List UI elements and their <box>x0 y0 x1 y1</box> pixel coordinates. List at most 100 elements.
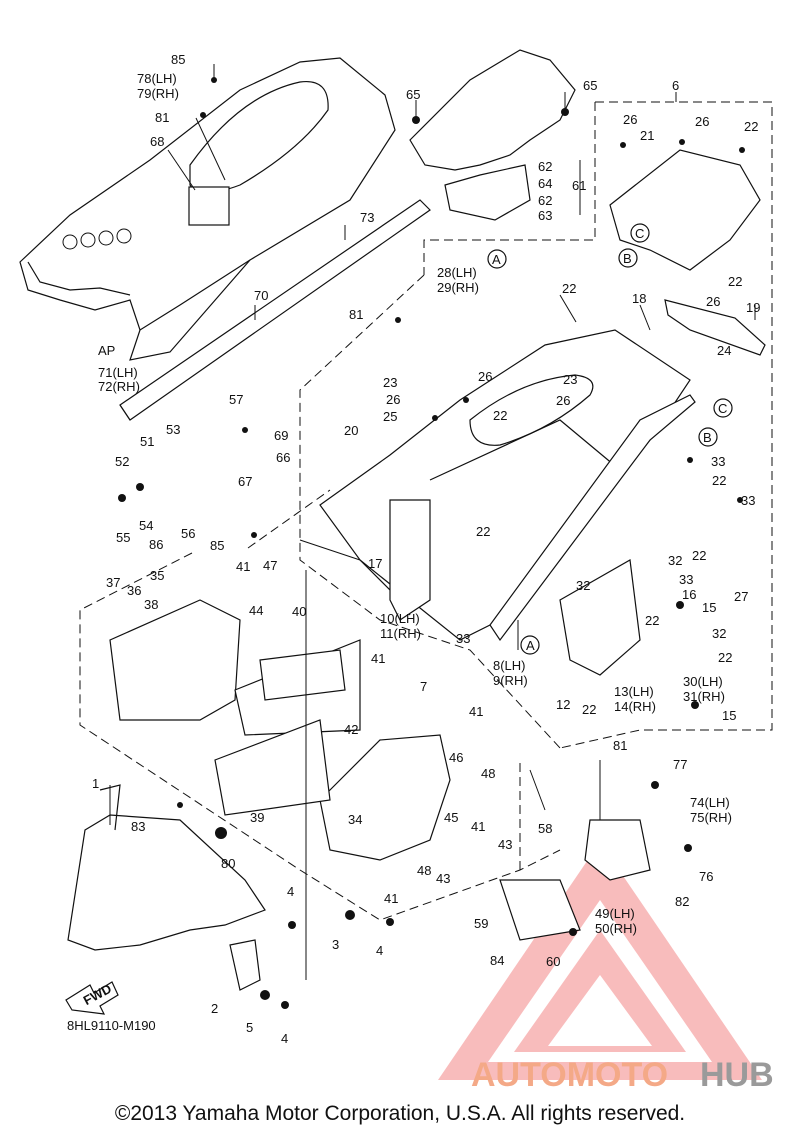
callout: 9(RH) <box>493 673 528 688</box>
callout: 36 <box>127 583 141 598</box>
callout: 29(RH) <box>437 280 479 295</box>
callout: 22 <box>712 473 726 488</box>
callout: 22 <box>718 650 732 665</box>
callout: A <box>492 252 501 267</box>
callout: 21 <box>640 128 654 143</box>
callout: 32 <box>712 626 726 641</box>
callout: 35 <box>150 568 164 583</box>
callout: 41 <box>384 891 398 906</box>
watermark-text: AUTOMOTO HUB <box>471 1056 774 1094</box>
callout: 2 <box>211 1001 218 1016</box>
callout: 22 <box>562 281 576 296</box>
fwd-arrow-icon: FWD <box>65 981 119 1015</box>
callout: 26 <box>623 112 637 127</box>
callout: 81 <box>349 307 363 322</box>
callout: 17 <box>368 556 382 571</box>
callout: 18 <box>632 291 646 306</box>
callout: AP <box>98 343 115 358</box>
callout: 81 <box>155 110 169 125</box>
slide-rail-part-8 <box>489 394 696 642</box>
callout: 48 <box>417 863 431 878</box>
callout: 11(RH) <box>380 626 421 641</box>
callout: 49(LH) <box>595 906 635 921</box>
callout: C <box>718 401 727 416</box>
callout: 43 <box>498 837 512 852</box>
callout: 58 <box>538 821 552 836</box>
callout: 22 <box>476 524 490 539</box>
callout: 81 <box>613 738 627 753</box>
fasteners <box>118 77 745 1009</box>
rail-part-70 <box>119 199 431 421</box>
callout: 1 <box>92 776 99 791</box>
reference-circles <box>487 223 733 655</box>
front-frame-part-1 <box>67 784 266 951</box>
callout: 85 <box>171 52 185 67</box>
callout: 75(RH) <box>690 810 732 825</box>
callout: 15 <box>702 600 716 615</box>
callout: 3 <box>332 937 339 952</box>
callout: 40 <box>292 604 306 619</box>
callout: 34 <box>348 812 362 827</box>
callout: 5 <box>246 1020 253 1035</box>
callout: 8(LH) <box>493 658 526 673</box>
callout: 84 <box>490 953 504 968</box>
callout: 67 <box>238 474 252 489</box>
callout: C <box>635 226 644 241</box>
callout: 14(RH) <box>614 699 656 714</box>
callout: 26 <box>556 393 570 408</box>
callout: B <box>623 251 632 266</box>
callout: 32 <box>668 553 682 568</box>
watermark-logo <box>438 842 762 1080</box>
callout: 59 <box>474 916 488 931</box>
callout: 83 <box>131 819 145 834</box>
callout: A <box>526 638 535 653</box>
callout: 32 <box>576 578 590 593</box>
callout: 47 <box>263 558 277 573</box>
callout: 71(LH) <box>98 365 138 380</box>
callout: 16 <box>682 587 696 602</box>
callout: 43 <box>436 871 450 886</box>
callout: 62 <box>538 193 552 208</box>
callout: 73 <box>360 210 374 225</box>
callout: 7 <box>420 679 427 694</box>
callout: 22 <box>744 119 758 134</box>
callout: 46 <box>449 750 463 765</box>
callout: 39 <box>250 810 264 825</box>
callout: 22 <box>728 274 742 289</box>
rear-mount-bracket <box>409 49 576 221</box>
callout: 52 <box>115 454 129 469</box>
callout: 22 <box>493 408 507 423</box>
callout: 61 <box>572 178 586 193</box>
callout: 26 <box>706 294 720 309</box>
callout: 65 <box>406 87 420 102</box>
callout: 68 <box>150 134 164 149</box>
callout: 86 <box>149 537 163 552</box>
assembly-boundaries <box>79 101 773 921</box>
callout: 37 <box>106 575 120 590</box>
copyright-notice: ©2013 Yamaha Motor Corporation, U.S.A. A… <box>114 1102 686 1125</box>
callout: 60 <box>546 954 560 969</box>
callout: 24 <box>717 343 731 358</box>
lower-plates <box>109 499 651 991</box>
callout: 41 <box>371 651 385 666</box>
callout: 70 <box>254 288 268 303</box>
callout: 12 <box>556 697 570 712</box>
callout: 44 <box>249 603 263 618</box>
callout: 63 <box>538 208 552 223</box>
callout: 30(LH) <box>683 674 723 689</box>
part-number-labels: 85 78(LH) 79(RH) 81 68 65 65 62 64 62 63… <box>67 52 760 1046</box>
callout: 26 <box>386 392 400 407</box>
callout: 33 <box>741 493 755 508</box>
callout: 55 <box>116 530 130 545</box>
callout: 4 <box>287 884 294 899</box>
callout: 51 <box>140 434 154 449</box>
callout: 77 <box>673 757 687 772</box>
callout: 42 <box>344 722 358 737</box>
callout: 22 <box>582 702 596 717</box>
leader-lines <box>109 64 756 980</box>
callout: 69 <box>274 428 288 443</box>
callout: 62 <box>538 159 552 174</box>
callout: 45 <box>444 810 458 825</box>
callout: 72(RH) <box>98 379 140 394</box>
